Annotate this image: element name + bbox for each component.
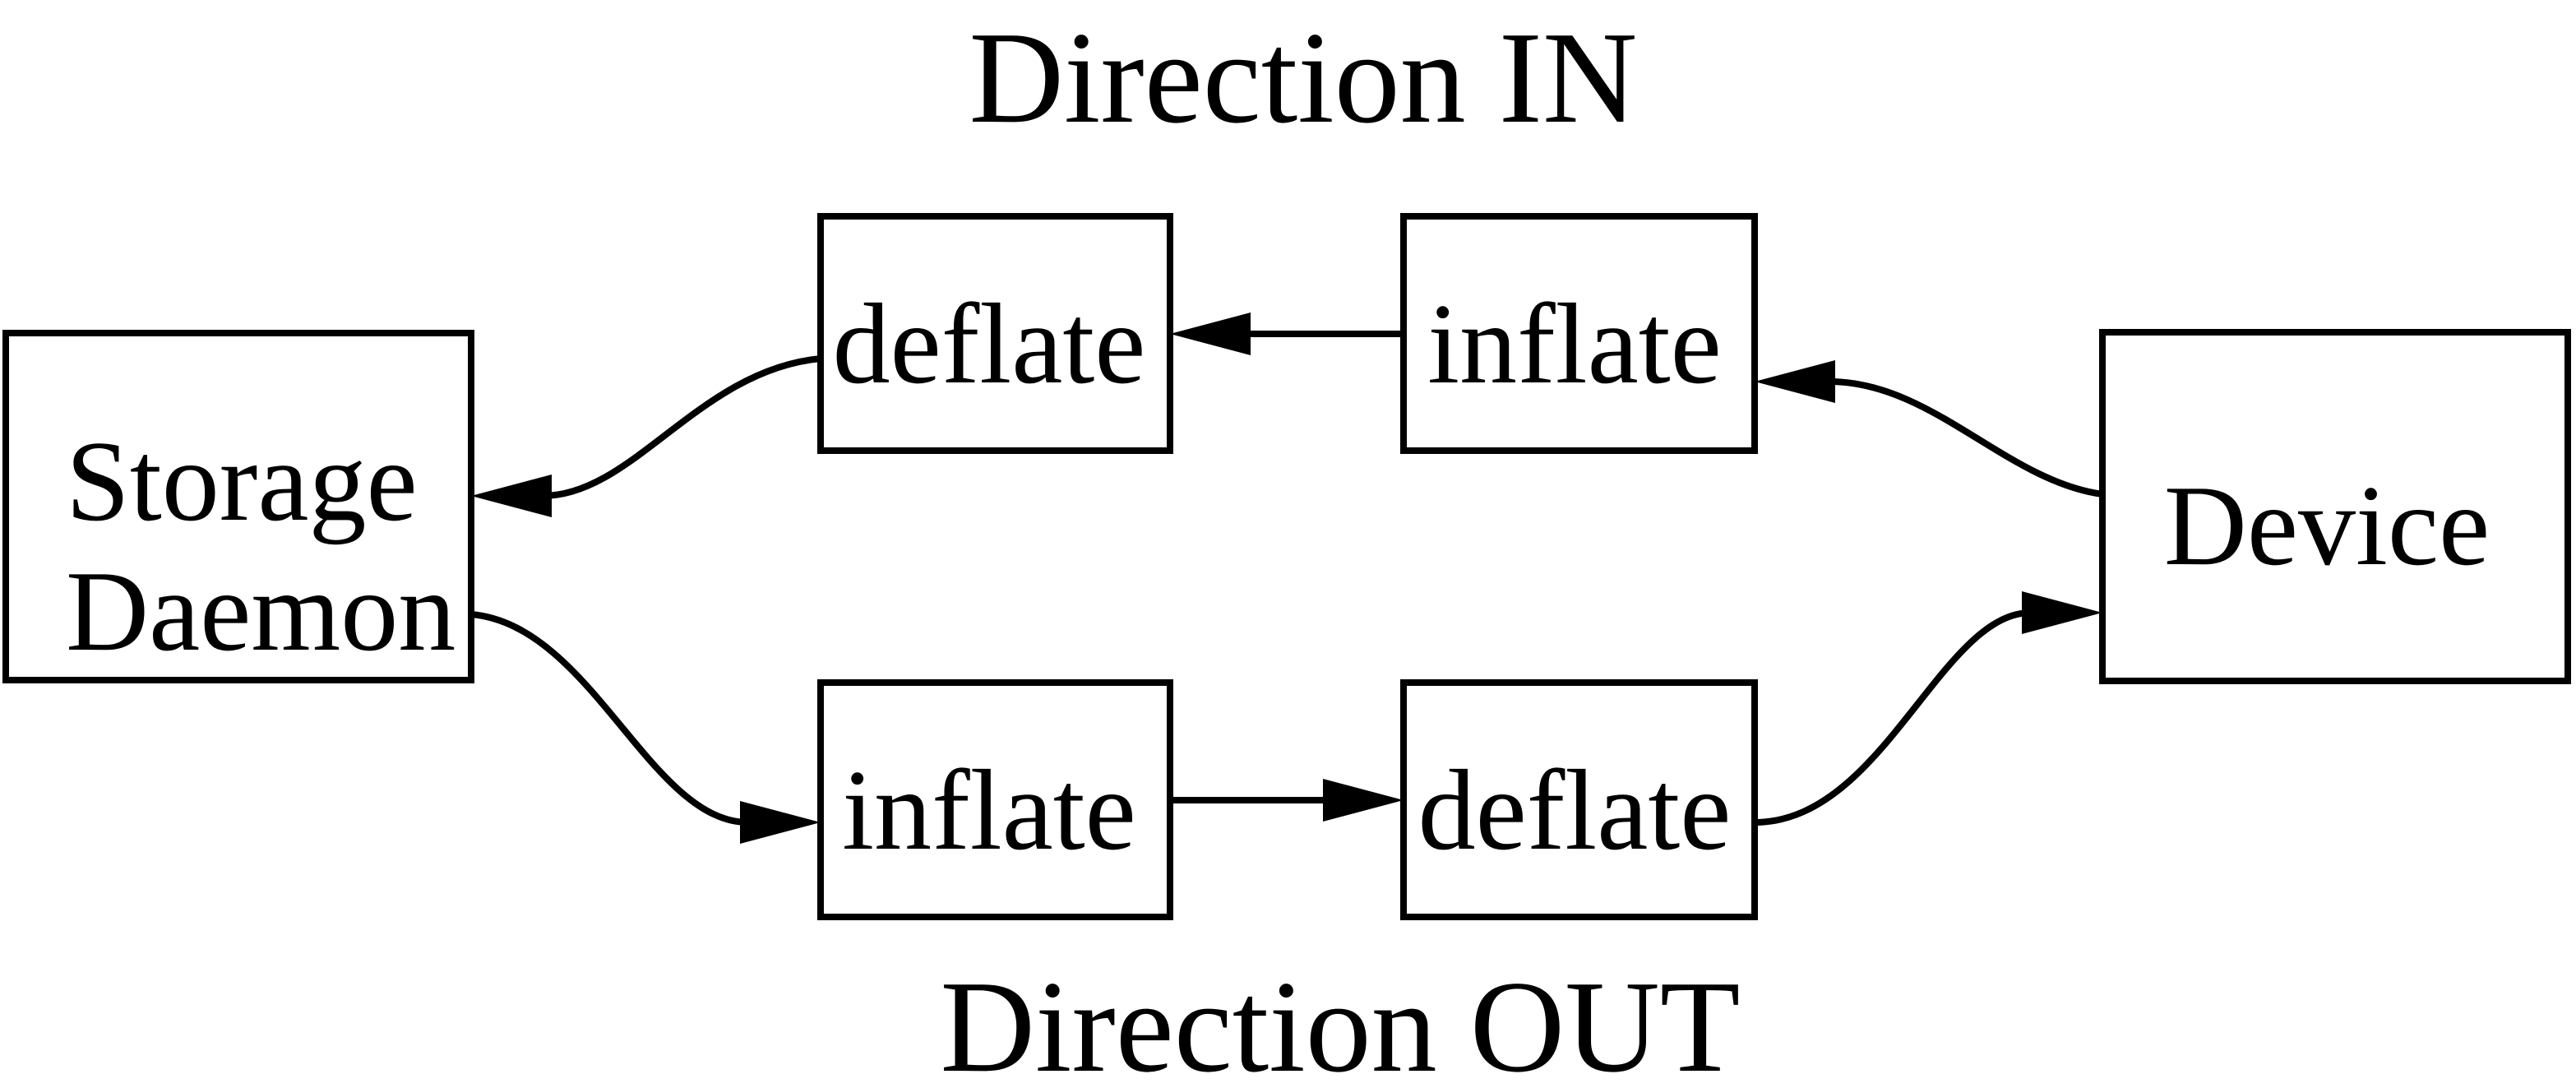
node-deflate-in: deflate [817,213,1173,454]
deflate-out-box [1400,679,1758,920]
arrowhead-inflate-out-to-deflate-out [1323,779,1404,822]
arrowhead-inflate-in-to-deflate-in [1170,313,1251,355]
inflate-out-box [817,679,1173,920]
direction-out-title: Direction OUT [940,953,1740,1088]
node-deflate-out: deflate [1400,679,1758,920]
node-inflate-in: inflate [1400,213,1758,454]
arrowhead-device-to-inflate-in [1755,360,1835,403]
storage-daemon-label-line1: Storage [66,418,418,545]
node-storage-daemon: Storage Daemon [2,330,474,683]
inflate-out-label: inflate [842,747,1136,874]
arrowhead-storage-daemon-to-inflate-out [740,801,821,844]
node-device: Device [2099,329,2571,684]
arrowhead-deflate-out-to-device [2022,591,2102,634]
edge-deflate-out-to-device [1754,609,2032,826]
edge-deflate-in-to-storage-daemon [542,355,821,499]
node-inflate-out: inflate [817,679,1173,920]
edge-device-to-inflate-in [1829,378,2103,498]
inflate-in-label: inflate [1427,280,1722,408]
direction-in-title: Direction IN [969,4,1637,150]
device-box [2099,329,2571,684]
deflate-in-label: deflate [833,280,1146,408]
edge-storage-daemon-to-inflate-out [470,611,749,826]
deflate-in-box [817,213,1173,454]
device-label: Device [2164,462,2490,590]
storage-daemon-box [2,330,474,683]
storage-daemon-label-line2: Daemon [66,548,456,675]
inflate-in-box [1400,213,1758,454]
deflate-out-label: deflate [1418,747,1732,874]
arrowhead-deflate-in-to-storage-daemon [471,475,552,517]
